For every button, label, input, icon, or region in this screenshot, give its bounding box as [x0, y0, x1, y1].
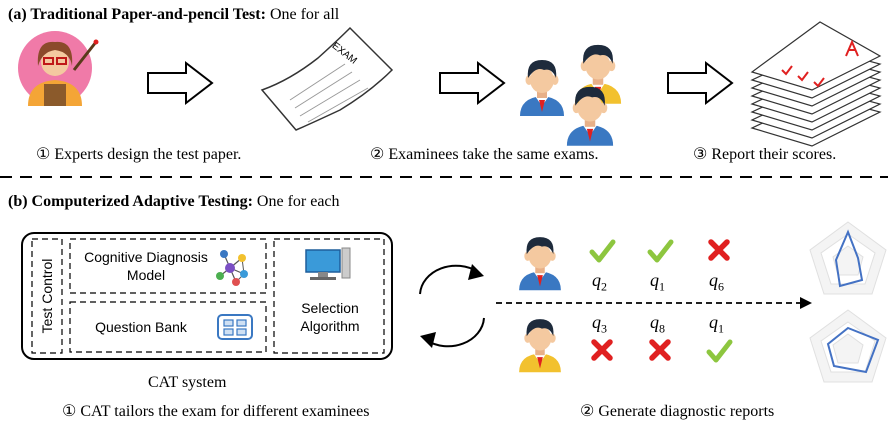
step-a-3: ③ Report their scores. — [693, 146, 837, 163]
question-label: q2 — [592, 270, 607, 294]
computer-icon — [305, 247, 351, 280]
teacher-icon — [18, 31, 99, 106]
check-icon — [592, 242, 613, 260]
test-control-label: Test Control — [39, 258, 55, 334]
section-a-title: (a) Traditional Paper-and-pencil Test: O… — [8, 6, 340, 23]
exam-paper-icon — [260, 26, 394, 131]
cat-system-caption: CAT system — [148, 374, 227, 391]
selection-label: Selection Algorithm — [300, 300, 360, 334]
graded-exams-icon — [750, 21, 882, 147]
selection-box — [273, 238, 385, 354]
examinee-b-2 — [519, 319, 561, 373]
network-icon — [216, 250, 248, 286]
question-bank-label: Question Bank — [95, 319, 187, 335]
radar-chart-1 — [809, 221, 887, 295]
cross-icon — [652, 342, 668, 358]
arrow-right-icon-2 — [439, 62, 505, 104]
section-b-title: (b) Computerized Adaptive Testing: One f… — [8, 193, 340, 210]
check-icon — [709, 342, 730, 360]
radar-chart-2 — [809, 309, 887, 383]
cross-icon — [594, 342, 610, 358]
arrow-right-icon-3 — [667, 62, 733, 104]
examinee-icon-1 — [520, 60, 564, 116]
step-b-2: ② Generate diagnostic reports — [580, 403, 775, 420]
question-label: q1 — [650, 270, 665, 294]
arrow-right-icon-1 — [147, 62, 213, 104]
question-label: q6 — [709, 270, 724, 294]
database-icon — [217, 314, 253, 340]
cat-system-box — [21, 232, 393, 360]
examinee-b-1 — [519, 237, 561, 291]
step-b-1: ① CAT tailors the exam for different exa… — [62, 403, 370, 420]
cdm-label: Cognitive Diagnosis Model — [84, 249, 208, 283]
step-a-1: ① Experts design the test paper. — [36, 146, 242, 163]
check-icon — [650, 242, 671, 260]
step-a-2: ② Examinees take the same exams. — [370, 146, 599, 163]
question-label: q8 — [650, 312, 665, 336]
question-label: q3 — [592, 312, 607, 336]
question-label: q1 — [709, 312, 724, 336]
cycle-arrows-icon — [419, 264, 485, 348]
test-control-box — [31, 238, 63, 354]
timeline-arrowhead — [800, 297, 812, 309]
cdm-box — [69, 238, 267, 294]
question-bank-box — [69, 301, 267, 353]
cross-icon — [711, 242, 727, 258]
